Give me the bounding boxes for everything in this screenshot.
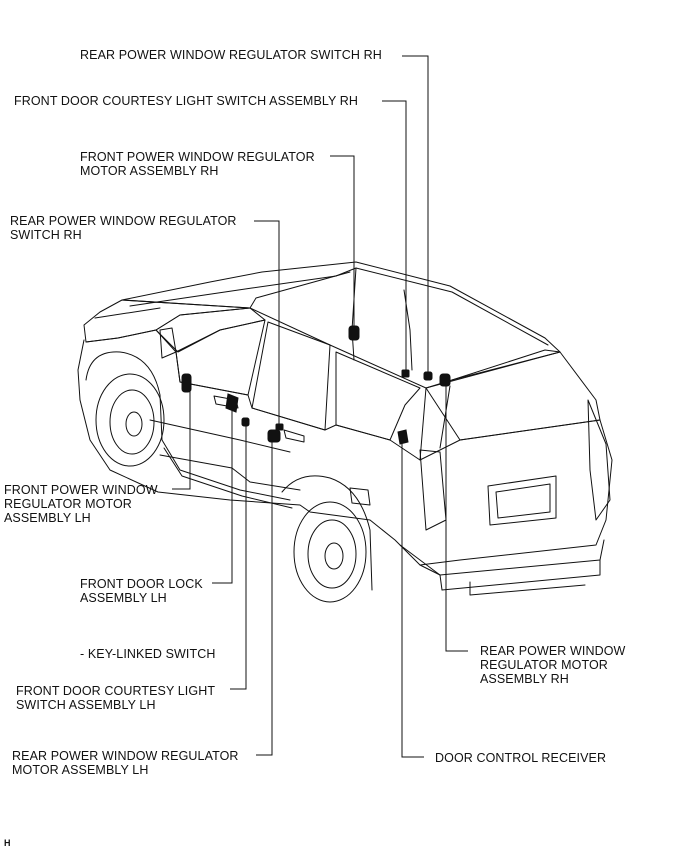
label-front-pw-motor-rh: FRONT POWER WINDOW REGULATOR MOTOR ASSEM…: [80, 150, 315, 178]
leader-front-door-lock-lh: [212, 402, 233, 584]
rear-pw-motor-rh-marker: [439, 373, 451, 387]
license-plate: [487, 475, 557, 526]
tail-light-right: [587, 399, 611, 521]
rear-door-handle: [283, 429, 305, 443]
rear-left-window: [251, 321, 331, 431]
label-rear-pw-switch-rh-top: REAR POWER WINDOW REGULATOR SWITCH RH: [80, 48, 382, 62]
hood-outline: [83, 299, 251, 343]
label-front-door-lock-lh: FRONT DOOR LOCK ASSEMBLY LH: [80, 577, 203, 605]
roof-rail-right: [355, 267, 549, 346]
leader-rear-pw-motor-lh: [256, 436, 273, 756]
roof-rail-left: [129, 267, 357, 307]
side-mirror-left: [159, 327, 177, 359]
label-front-door-courtesy-lh: FRONT DOOR COURTESY LIGHT SWITCH ASSEMBL…: [16, 684, 216, 712]
leader-front-pw-motor-lh: [172, 382, 191, 490]
label-rear-pw-switch-rh-left: REAR POWER WINDOW REGULATOR SWITCH RH: [10, 214, 237, 242]
leader-door-control-receiver: [401, 438, 424, 758]
tailgate-glass: [425, 351, 601, 441]
leader-rear-pw-switch-rh-left: [254, 220, 280, 426]
front-wheel-arch: [85, 351, 163, 441]
leader-rear-pw-motor-rh: [445, 380, 468, 652]
rear-pw-motor-lh-marker: [267, 429, 281, 443]
rear-body: [419, 419, 613, 566]
component-markers: [181, 325, 451, 445]
roof-outline: [121, 261, 561, 389]
body-side-left: [77, 339, 441, 576]
rear-bumper: [399, 539, 605, 576]
running-board: [161, 439, 291, 501]
quarter-window-left: [335, 351, 421, 441]
leader-front-door-courtesy-rh: [382, 100, 407, 372]
leader-front-door-courtesy-lh: [230, 422, 247, 690]
rear-left-wheel: [293, 501, 367, 603]
leader-lines: [172, 55, 468, 758]
label-rear-pw-motor-lh: REAR POWER WINDOW REGULATOR MOTOR ASSEMB…: [12, 749, 239, 777]
label-rear-pw-motor-rh: REAR POWER WINDOW REGULATOR MOTOR ASSEMB…: [480, 644, 626, 686]
suv-outline: [77, 261, 613, 603]
label-front-door-courtesy-rh: FRONT DOOR COURTESY LIGHT SWITCH ASSEMBL…: [14, 94, 359, 108]
label-door-control-receiver: DOOR CONTROL RECEIVER: [435, 751, 607, 765]
label-key-linked-switch: - KEY-LINKED SWITCH: [80, 647, 216, 661]
tail-light-left: [419, 449, 447, 531]
fuel-door: [349, 487, 371, 506]
leader-rear-pw-switch-rh-top: [402, 55, 429, 374]
label-front-pw-motor-lh: FRONT POWER WINDOW REGULATOR MOTOR ASSEM…: [4, 483, 158, 525]
front-pw-motor-lh-marker: [181, 373, 192, 393]
figure-code: H: [4, 838, 11, 848]
front-left-wheel: [95, 373, 165, 467]
leader-front-pw-motor-rh: [330, 155, 355, 330]
door-control-receiver-marker: [397, 429, 409, 445]
rear-wheel-arch: [281, 475, 373, 591]
